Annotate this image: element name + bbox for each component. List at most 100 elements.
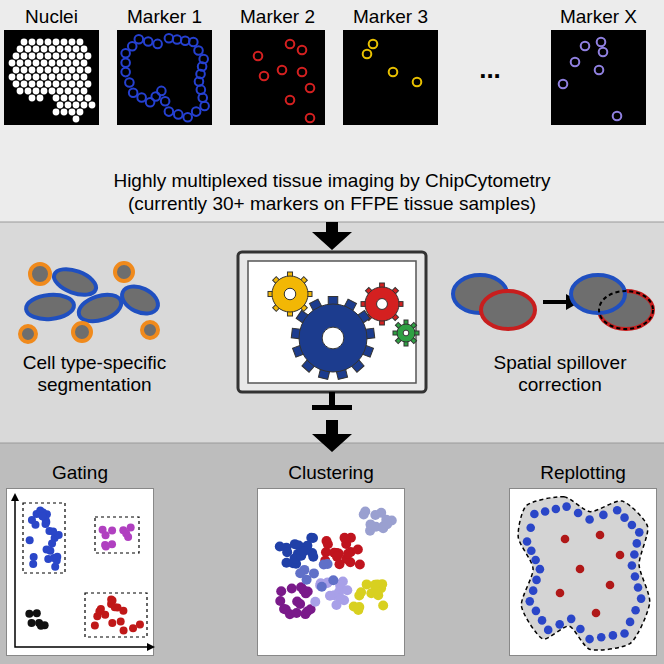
cell-dot <box>529 586 538 595</box>
cell-dot <box>31 521 39 529</box>
green-gear <box>393 320 419 346</box>
cell-dot <box>585 515 594 524</box>
gear-hub <box>284 288 296 300</box>
marker-image: Marker 3 <box>343 4 438 125</box>
marker-ring <box>278 66 287 75</box>
cell-dot <box>556 589 565 598</box>
correction-arrow <box>543 300 568 304</box>
nucleus-dot <box>73 88 80 95</box>
spillover-illustration <box>453 275 653 329</box>
nucleus-dot <box>81 102 88 109</box>
middle-band <box>0 222 664 443</box>
nucleus-dot <box>29 39 36 46</box>
nucleus-dot <box>65 60 72 67</box>
gear-hub <box>377 299 388 310</box>
panel-heading: Marker 3 <box>343 4 438 30</box>
nucleus-dot <box>41 74 48 81</box>
flow-arrow <box>312 420 352 452</box>
cell-dot <box>91 621 99 629</box>
marker-ring <box>389 68 398 77</box>
gear-body <box>272 276 308 312</box>
cell-dot <box>597 633 606 642</box>
marker-ring <box>599 48 608 57</box>
cell-dot <box>631 606 640 615</box>
nucleus-dot <box>61 39 68 46</box>
cell-dot <box>97 605 105 613</box>
flow-arrow <box>312 222 352 250</box>
cell-dot <box>50 554 58 562</box>
computer-monitor <box>238 252 426 410</box>
marker-ring <box>581 42 590 51</box>
cell-dot <box>616 551 625 560</box>
nucleus-dot <box>45 39 52 46</box>
nucleus-dot <box>65 74 72 81</box>
nucleus-dot <box>61 109 68 116</box>
nucleus-dot <box>61 81 68 88</box>
cell-dot <box>117 617 125 625</box>
monitor-frame <box>238 252 426 392</box>
cell-dot <box>102 531 110 539</box>
nucleus-dot <box>85 81 92 88</box>
cluster-dot <box>290 539 300 549</box>
cell-dot <box>33 609 41 617</box>
panel-heading: Gating <box>6 458 154 488</box>
nucleus-dot <box>49 74 56 81</box>
marker-ring <box>153 40 162 49</box>
nucleus-dot <box>17 88 24 95</box>
cell-dot <box>26 536 34 544</box>
cluster-dot <box>336 593 346 603</box>
cell-dot <box>606 581 615 590</box>
cluster-dot <box>295 599 305 609</box>
nucleus-dot <box>33 88 40 95</box>
cell-dot <box>574 509 583 518</box>
cluster-dot <box>382 519 392 529</box>
cluster-dot <box>328 575 338 585</box>
cell-dot <box>576 625 585 634</box>
cluster-dot <box>292 608 302 618</box>
panel-art <box>258 489 406 657</box>
nucleus-dot <box>29 67 36 74</box>
overlap-outline <box>599 291 653 329</box>
nucleus-dot <box>41 46 48 53</box>
blue-gear <box>291 297 375 380</box>
cell-dot <box>525 597 534 606</box>
marker-ring <box>137 93 146 102</box>
ellipsis: ... <box>460 58 520 80</box>
nucleus-dot <box>9 60 16 67</box>
panel-frame <box>509 488 657 656</box>
yellow-gear <box>268 272 312 316</box>
small-cell <box>30 264 50 284</box>
bottom-band <box>0 443 664 664</box>
small-cell <box>73 323 91 341</box>
nucleus-dot <box>69 95 76 102</box>
marker-ring <box>121 49 130 58</box>
nucleus-dot <box>77 39 84 46</box>
gear-body <box>365 287 399 321</box>
cell-dot <box>609 631 618 640</box>
nucleus-dot <box>25 60 32 67</box>
nucleus-dot <box>17 60 24 67</box>
nucleus-dot <box>77 53 84 60</box>
panel-frame <box>6 488 154 656</box>
analysis-panel: Gating <box>6 458 154 656</box>
cell-dot <box>523 537 532 546</box>
nucleus-dot <box>65 102 72 109</box>
panel-heading: Marker 1 <box>117 4 212 30</box>
marker-ring <box>135 35 144 44</box>
panel-art <box>230 30 325 125</box>
marker-ring <box>121 58 130 67</box>
marker-ring <box>161 97 170 106</box>
nucleus-dot <box>81 74 88 81</box>
cell-outline-red <box>481 291 535 329</box>
nucleus-dot <box>73 74 80 81</box>
caption-line: Highly multiplexed tissue imaging by Chi… <box>12 170 652 192</box>
gear-hub <box>403 330 409 336</box>
cell-dot <box>136 621 144 629</box>
cluster-dot <box>310 597 320 607</box>
image-frame <box>4 30 99 125</box>
cluster-dot <box>340 533 350 543</box>
marker-ring <box>174 110 183 119</box>
axis-arrowhead <box>11 493 19 501</box>
axis-arrowhead <box>147 643 155 651</box>
cell-dot <box>596 531 605 540</box>
